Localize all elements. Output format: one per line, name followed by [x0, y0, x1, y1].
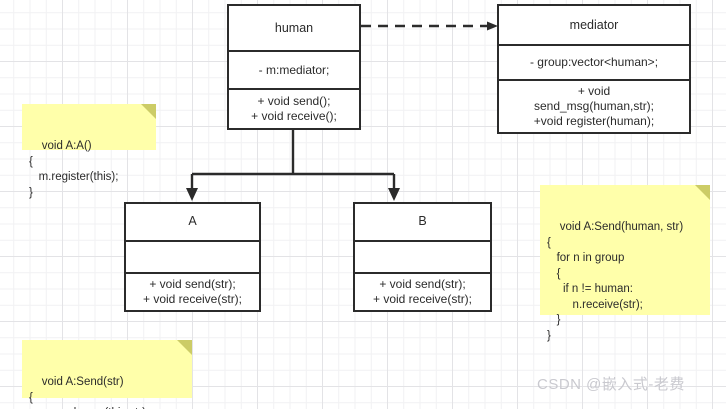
class-mediator-attributes: - group:vector<human>; — [499, 44, 689, 79]
note-mediator-send[interactable]: void A:Send(human, str) { for n in group… — [540, 185, 710, 342]
class-mediator-name: mediator — [569, 17, 619, 32]
note-fold-icon — [695, 185, 710, 200]
class-box-a[interactable]: A + void send(str); + void receive(str); — [124, 202, 261, 312]
class-box-mediator[interactable]: mediator - group:vector<human>; + void s… — [497, 4, 691, 134]
class-b-attributes — [355, 239, 490, 272]
note-a-send[interactable]: void A:Send(str) { m.send_msg(this,str);… — [22, 340, 192, 409]
watermark: CSDN @嵌入式-老费 — [537, 376, 685, 393]
note-fold-icon — [177, 340, 192, 355]
note-fold-icon — [141, 104, 156, 119]
note-a-send-text: void A:Send(str) { m.send_msg(this,str);… — [29, 376, 149, 409]
class-a-methods: + void send(str); + void receive(str); — [126, 272, 259, 310]
class-b-methods: + void send(str); + void receive(str); — [355, 272, 490, 310]
class-a-attributes — [126, 239, 259, 272]
note-constructor[interactable]: void A:A() { m.register(this); } — [22, 104, 156, 199]
class-mediator-methods: + void send_msg(human,str); +void regist… — [499, 79, 689, 132]
class-human-methods: + void send(); + void receive(); — [229, 88, 359, 128]
class-box-human[interactable]: human - m:mediator; + void send(); + voi… — [227, 4, 361, 130]
arrowhead-to-b — [388, 188, 400, 201]
class-a-name: A — [188, 214, 197, 229]
class-b-name: B — [418, 214, 427, 229]
arrowhead-to-a — [186, 188, 198, 201]
edge-human-to-subclasses — [190, 130, 396, 192]
note-constructor-text: void A:A() { m.register(this); } — [29, 140, 119, 199]
note-mediator-send-text: void A:Send(human, str) { for n in group… — [547, 221, 684, 342]
class-human-name: human — [274, 20, 314, 35]
class-human-attributes: - m:mediator; — [229, 50, 359, 88]
class-box-b[interactable]: B + void send(str); + void receive(str); — [353, 202, 492, 312]
